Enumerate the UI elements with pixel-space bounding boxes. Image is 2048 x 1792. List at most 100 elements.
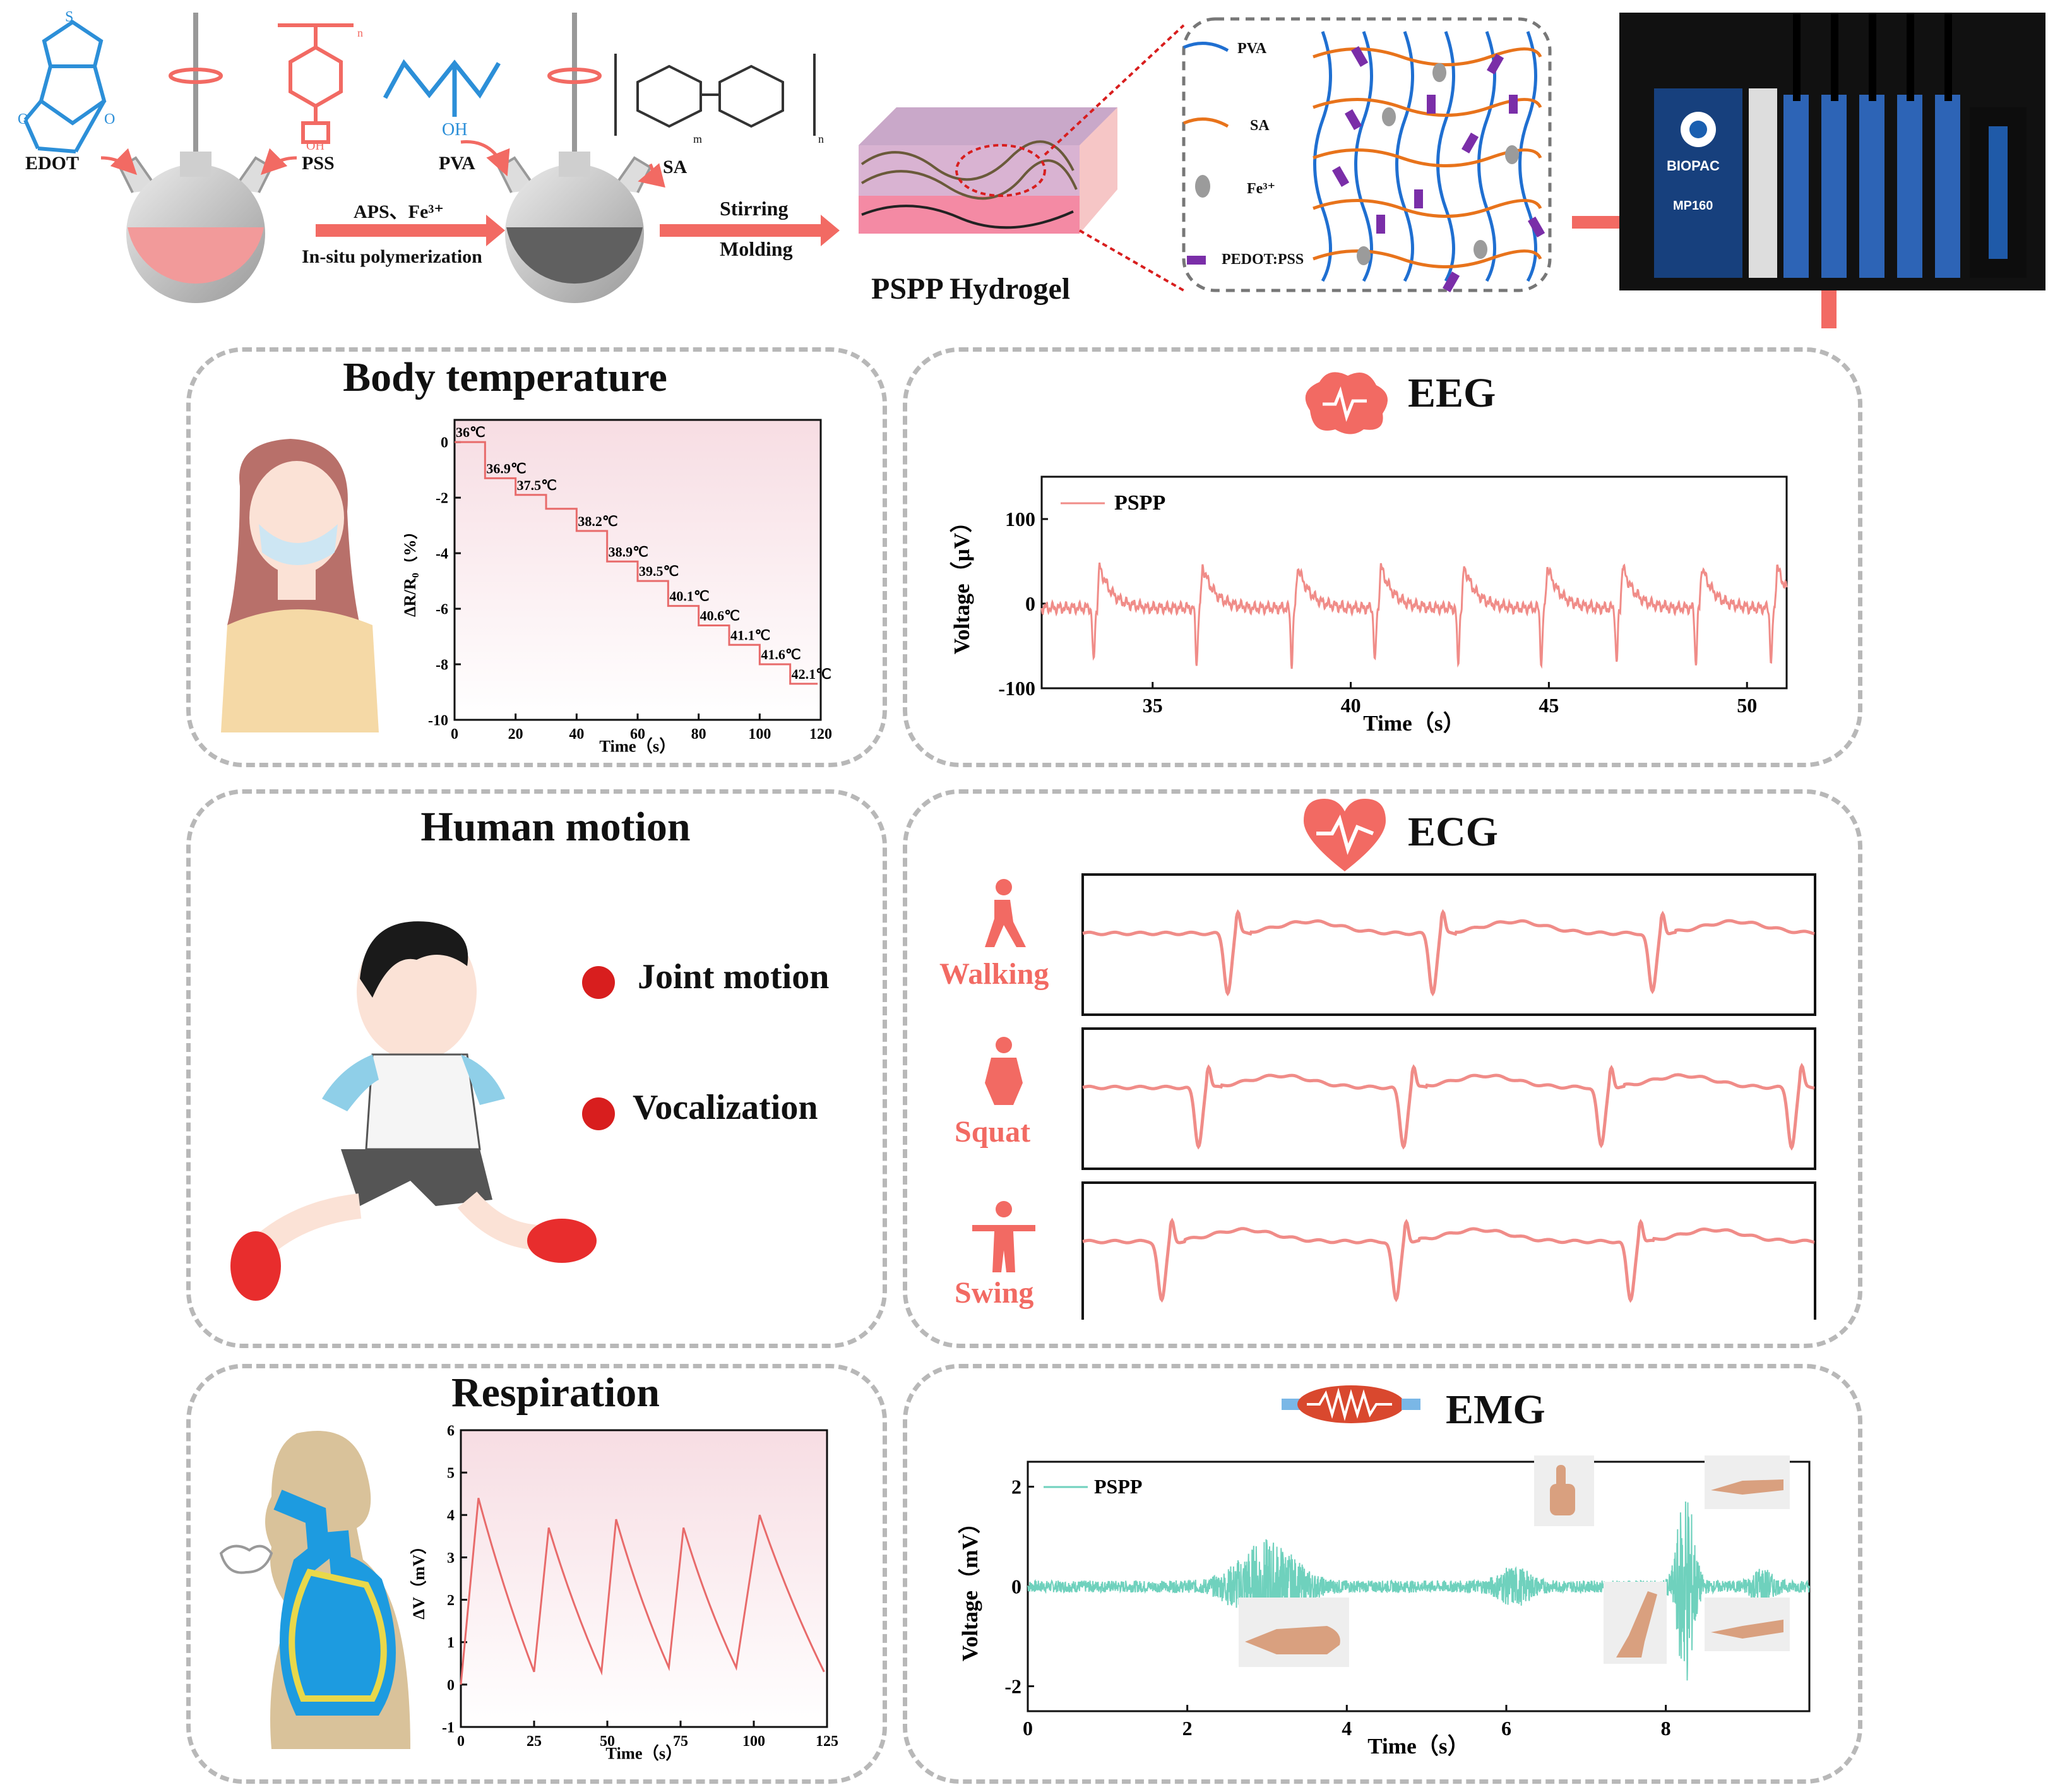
ecg-trace-squat xyxy=(1082,1063,1815,1151)
temp-step-label: 38.9℃ xyxy=(609,544,648,559)
y-tick-label: 0 xyxy=(1025,592,1035,615)
hand-raised-icon xyxy=(1604,1582,1667,1664)
resp-series-line xyxy=(460,1498,825,1685)
x-tick-label: 0 xyxy=(451,726,458,743)
pva-chain xyxy=(1354,31,1373,282)
hand-open-palm-top-icon xyxy=(1705,1455,1790,1509)
x-tick-label: 50 xyxy=(1737,694,1757,717)
fe-ion xyxy=(1473,240,1487,259)
panel-ecg xyxy=(903,789,1862,1348)
ecg-strip-frame xyxy=(1081,1181,1816,1320)
x-axis-label: Time（s） xyxy=(1367,1734,1470,1759)
pedot-pss-segment xyxy=(1351,45,1369,67)
eeg-series-line xyxy=(1040,562,1788,669)
x-tick-label: 80 xyxy=(691,726,706,743)
ecg-title: ECG xyxy=(1408,809,1499,855)
y-tick-label: 2 xyxy=(1011,1476,1021,1498)
respiration-body-illustration xyxy=(219,1431,410,1749)
pva-chain xyxy=(1518,31,1537,282)
flask-2-icon xyxy=(497,13,652,303)
step2-molding: Molding xyxy=(720,237,793,260)
pva-structure-icon xyxy=(383,59,501,117)
temp-step-label: 41.6℃ xyxy=(761,647,801,662)
x-tick-label: 120 xyxy=(809,726,832,743)
y-axis-label: ΔR/R₀（%） xyxy=(404,523,419,617)
y-tick-label: 3 xyxy=(447,1550,455,1567)
device-model: MP160 xyxy=(1673,199,1713,213)
plot-background xyxy=(461,1430,827,1727)
bullet-dot-joint xyxy=(582,966,615,999)
temp-step-label: 42.1℃ xyxy=(792,666,831,682)
edot-label: EDOT xyxy=(25,153,80,174)
bullet-dot-vocalization xyxy=(582,1097,615,1130)
legend-pva: PVA xyxy=(1237,40,1267,57)
x-tick-label: 45 xyxy=(1539,694,1559,717)
y-tick-label: 0 xyxy=(441,435,448,451)
pedot-pss-segment xyxy=(1528,217,1545,237)
flask-1-icon xyxy=(118,13,273,303)
ecg-chart xyxy=(1081,873,1816,1320)
x-axis-label: Time（s） xyxy=(599,736,676,755)
edot-structure-icon xyxy=(23,20,107,153)
fe-ion xyxy=(1505,145,1519,164)
y-tick-label: -2 xyxy=(1004,1675,1021,1698)
x-tick-label: 40 xyxy=(569,726,584,743)
pss-oh-group: OH xyxy=(306,139,324,153)
pedot-pss-segment xyxy=(1427,95,1436,114)
pva-chain xyxy=(1436,31,1455,282)
pedot-pss-segment xyxy=(1443,272,1460,292)
x-tick-label: 4 xyxy=(1342,1717,1352,1740)
pedot-legend-icon xyxy=(1187,256,1206,265)
ecg-strip-frame xyxy=(1081,1027,1816,1170)
y-tick-label: -100 xyxy=(998,677,1035,700)
panel-human-motion xyxy=(186,789,887,1348)
x-axis-label: Time（s） xyxy=(605,1743,682,1762)
pedot-pss-segment xyxy=(1332,166,1350,187)
emg-legend-label: PSPP xyxy=(1094,1475,1142,1498)
y-tick-label: -1 xyxy=(442,1719,455,1736)
polymer-network-icon xyxy=(1313,31,1545,292)
legend-pedot: PEDOT:PSS xyxy=(1222,251,1304,268)
sa-structure-icon xyxy=(614,54,816,136)
respiration-title: Respiration xyxy=(451,1370,660,1416)
sa-legend-icon xyxy=(1183,117,1229,128)
plot-frame xyxy=(460,1429,828,1728)
hand-fist-icon xyxy=(1239,1598,1349,1667)
sa-chain xyxy=(1313,98,1542,117)
fe-ion xyxy=(1382,107,1396,126)
temp-step-label: 36℃ xyxy=(456,424,485,440)
human-motion-title: Human motion xyxy=(420,804,691,850)
y-axis-label: Voltage（μV） xyxy=(950,511,974,655)
panel-emg xyxy=(903,1364,1862,1784)
fe-ion xyxy=(1357,246,1371,265)
walking-person-icon xyxy=(985,879,1026,947)
emg-series-line xyxy=(1027,1501,1810,1681)
emg-title: EMG xyxy=(1446,1387,1545,1433)
temp-step-label: 36.9℃ xyxy=(486,460,526,476)
x-tick-label: 100 xyxy=(742,1733,765,1750)
temp-step-label: 41.1℃ xyxy=(730,627,770,643)
y-tick-label: -8 xyxy=(436,657,448,673)
y-axis-label: Voltage（mV） xyxy=(958,1512,982,1661)
biopac-device-icon xyxy=(1619,13,2045,290)
y-axis-label: ΔV（mV） xyxy=(410,1538,428,1619)
y-tick-label: 1 xyxy=(447,1635,455,1651)
edot-s-atom: S xyxy=(65,9,74,25)
y-tick-label: 0 xyxy=(1011,1575,1021,1598)
bullet-vocalization: Vocalization xyxy=(633,1088,818,1127)
pss-label: PSS xyxy=(302,153,335,174)
body-temp-title: Body temperature xyxy=(343,354,667,400)
sa-m-subscript: m xyxy=(693,133,703,145)
x-tick-label: 6 xyxy=(1501,1717,1511,1740)
sa-label: SA xyxy=(663,157,688,177)
panel-respiration xyxy=(186,1364,887,1784)
temp-series-line xyxy=(455,441,818,685)
y-tick-label: -6 xyxy=(436,601,448,618)
muscle-icon xyxy=(1282,1385,1420,1423)
hand-thumbs-up-icon xyxy=(1534,1455,1594,1526)
pva-oh-group: OH xyxy=(442,120,468,140)
pva-label: PVA xyxy=(439,153,475,174)
x-tick-label: 40 xyxy=(1341,694,1361,717)
